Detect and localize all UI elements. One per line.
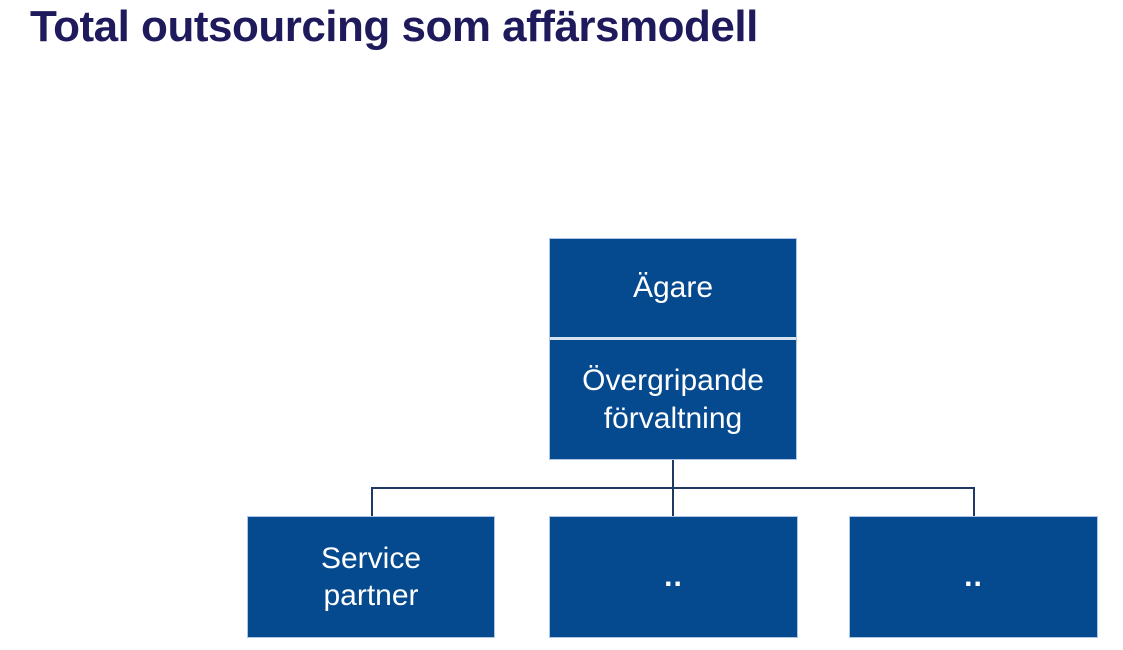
- connector-crossbar-line: [371, 487, 975, 489]
- connector-left-drop-line: [371, 487, 373, 517]
- org-root-divider: [550, 337, 796, 340]
- org-child-box-placeholder-2: ..: [849, 516, 1098, 638]
- org-root-owner-section: Ägare: [632, 271, 714, 305]
- org-child-box-service-partner: Service partner: [247, 516, 495, 638]
- org-root-management-section: Övergripande förvaltning: [582, 364, 764, 435]
- connector-right-drop-line: [973, 487, 975, 517]
- slide-title: Total outsourcing som affärsmodell: [30, 2, 758, 51]
- org-child-box-placeholder-1: ..: [549, 516, 798, 638]
- org-root-box: Ägare Övergripande förvaltning: [549, 238, 797, 460]
